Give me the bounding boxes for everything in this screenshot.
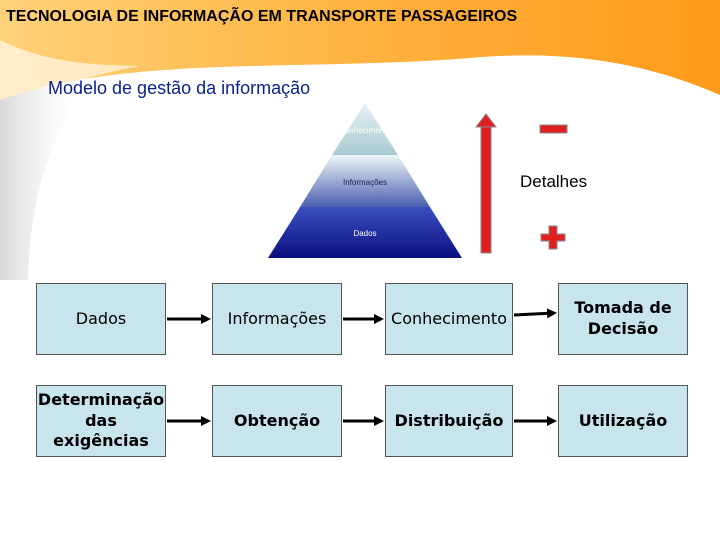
flow-box-text: Obtenção [233, 410, 321, 430]
flow-box-informacoes: Informações [212, 283, 342, 355]
flow-box-text: exigências [53, 431, 149, 451]
flow-box-dados: Dados [36, 283, 166, 355]
flow-box-determinacao: Determinação das exigências [36, 385, 166, 457]
flow-box-text: Utilização [578, 410, 668, 430]
flow-box-text: Informações [227, 308, 327, 328]
flow-box-text: das [85, 410, 117, 430]
pyramid-label-top: Conhecimento [339, 126, 391, 135]
detail-label: Detalhes [520, 172, 588, 191]
flow-box-conhecimento: Conhecimento [385, 283, 513, 355]
pyramid-level-middle [300, 155, 430, 207]
flow-box-text: Tomada de [574, 298, 672, 318]
slide-subtitle: Modelo de gestão da informação [48, 78, 311, 98]
flow-box-tomada-de-decisao: Tomada de Decisão [558, 283, 688, 355]
flow-box-text: Conhecimento [391, 308, 507, 328]
flow-box-distribuicao: Distribuição [385, 385, 513, 457]
pyramid-label-middle: Informações [343, 178, 387, 187]
pyramid-level-top [332, 103, 398, 155]
pyramid-level-bottom [268, 207, 462, 258]
flow-box-text: Decisão [587, 319, 659, 338]
pyramid-label-bottom: Dados [353, 229, 376, 238]
flow-box-text: Determinação [37, 389, 165, 409]
flow-box-text: Dados [75, 308, 127, 328]
slide-title: TECNOLOGIA DE INFORMAÇÃO EM TRANSPORTE P… [6, 8, 518, 25]
flow-box-text: Distribuição [394, 410, 504, 430]
flow-box-utilizacao: Utilização [558, 385, 688, 457]
flow-box-obtencao: Obtenção [212, 385, 342, 457]
